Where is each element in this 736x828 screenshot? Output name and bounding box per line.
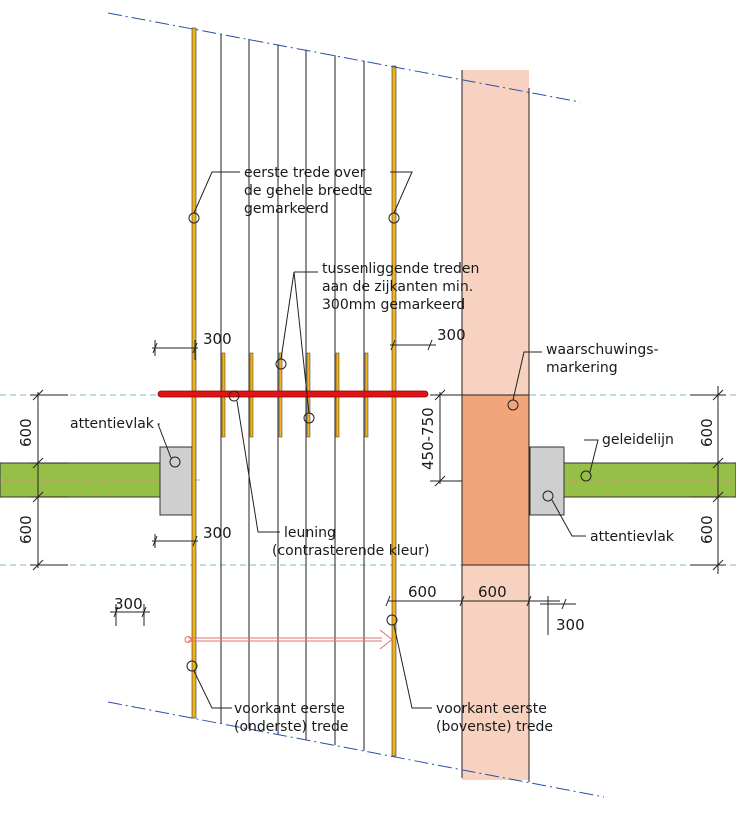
- label-first-step-line1: eerste trede over: [244, 165, 366, 181]
- label-intermediate-line2: aan de zijkanten min.: [322, 279, 473, 295]
- leader-bottom-step: [193, 670, 232, 709]
- callout-circle-guide: [580, 470, 592, 482]
- dim-300-mid-left: 300: [203, 524, 232, 542]
- label-bottom-step-line2: (onderste) trede: [234, 719, 349, 735]
- stair-boundary-bottom: [107, 701, 605, 798]
- step-marking-top: [391, 65, 397, 757]
- dim-600-left-lower: 600: [17, 515, 35, 544]
- dim-300-bottom-left: 300: [114, 595, 143, 613]
- leader-guide: [584, 439, 599, 473]
- label-intermediate-line3: 300mm gemarkeerd: [322, 297, 465, 313]
- label-handrail-line1: leuning: [284, 525, 336, 541]
- dim-600-left-upper: 600: [17, 418, 35, 447]
- guide-line-right: [563, 462, 736, 498]
- dim-300-top-right: 300: [437, 326, 466, 344]
- dim-600-bottom-b: 600: [478, 583, 507, 601]
- label-top-step-line1: voorkant eerste: [436, 701, 547, 717]
- leader-first-step-left: [193, 171, 240, 214]
- leader-top-step: [393, 624, 432, 709]
- label-handrail-line2: (contrasterende kleur): [272, 543, 429, 559]
- handrail: [157, 390, 429, 398]
- step-marking-bottom: [191, 27, 197, 719]
- label-bottom-step-line1: voorkant eerste: [234, 701, 345, 717]
- dim-300-bottom-right: 300: [556, 616, 585, 634]
- label-guide-line: geleidelijn: [602, 432, 674, 448]
- label-warning-line1: waarschuwings-: [546, 342, 659, 358]
- label-attention-left: attentievlak: [70, 416, 155, 432]
- dim-600-right-lower: 600: [698, 515, 716, 544]
- callout-circle-bottom-step: [186, 660, 198, 672]
- dim-450-750: 450-750: [419, 407, 437, 470]
- leader-warning: [512, 351, 542, 401]
- leader-first-step-right: [390, 171, 413, 214]
- leader-handrail: [236, 400, 280, 533]
- callout-circle-attention-right: [542, 490, 554, 502]
- leader-attention-left: [157, 423, 172, 459]
- stair-steps: [220, 33, 365, 751]
- label-attention-right: attentievlak: [590, 529, 675, 545]
- dim-300-top-left: 300: [203, 330, 232, 348]
- label-first-step-line2: de gehele breedte: [244, 183, 372, 199]
- warning-marking-block: [462, 395, 529, 565]
- dimension-lines: [30, 339, 726, 635]
- dim-600-right-upper: 600: [698, 418, 716, 447]
- label-top-step-line2: (bovenste) trede: [436, 719, 553, 735]
- leader-attention-right: [551, 499, 586, 537]
- label-first-step-line3: gemarkeerd: [244, 201, 329, 217]
- attention-area-right: [529, 446, 565, 516]
- walking-direction-arrow: [184, 629, 393, 650]
- dim-600-bottom-a: 600: [408, 583, 437, 601]
- callout-circle-handrail: [228, 390, 240, 402]
- label-intermediate-line1: tussenliggende treden: [322, 261, 479, 277]
- callout-circle-attention-left: [169, 456, 181, 468]
- callout-circle-top-step: [386, 614, 398, 626]
- stair-boundary-top: [107, 12, 581, 103]
- label-warning-line2: markering: [546, 360, 618, 376]
